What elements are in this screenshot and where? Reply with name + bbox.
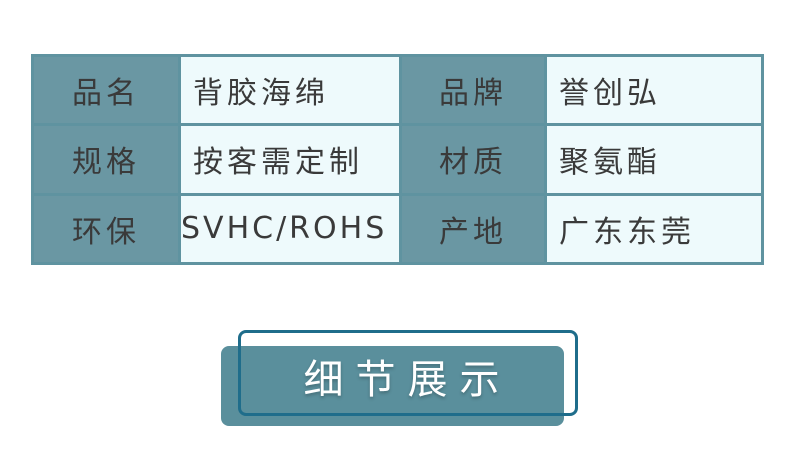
spec-value-material: 聚氨酯 — [547, 126, 761, 193]
section-title: 细节展示 — [303, 357, 512, 403]
spec-value-name: 背胶海绵 — [181, 57, 399, 124]
spec-label-origin: 产地 — [402, 195, 544, 262]
spec-label-brand: 品牌 — [402, 57, 544, 124]
spec-table: 品名 背胶海绵 品牌 誉创弘 规格 按客需定制 材质 聚氨酯 环保 SVHC/R… — [31, 54, 764, 265]
spec-value-size: 按客需定制 — [181, 126, 399, 193]
spec-value-eco: SVHC/ROHS — [181, 195, 399, 262]
spec-value-brand: 誉创弘 — [547, 57, 761, 124]
section-banner-background — [221, 346, 564, 426]
spec-label-eco: 环保 — [34, 195, 178, 262]
spec-label-material: 材质 — [402, 126, 544, 193]
section-banner-frame — [238, 330, 578, 416]
spec-label-name: 品名 — [34, 57, 178, 124]
spec-label-size: 规格 — [34, 126, 178, 193]
spec-value-origin: 广东东莞 — [547, 195, 761, 262]
